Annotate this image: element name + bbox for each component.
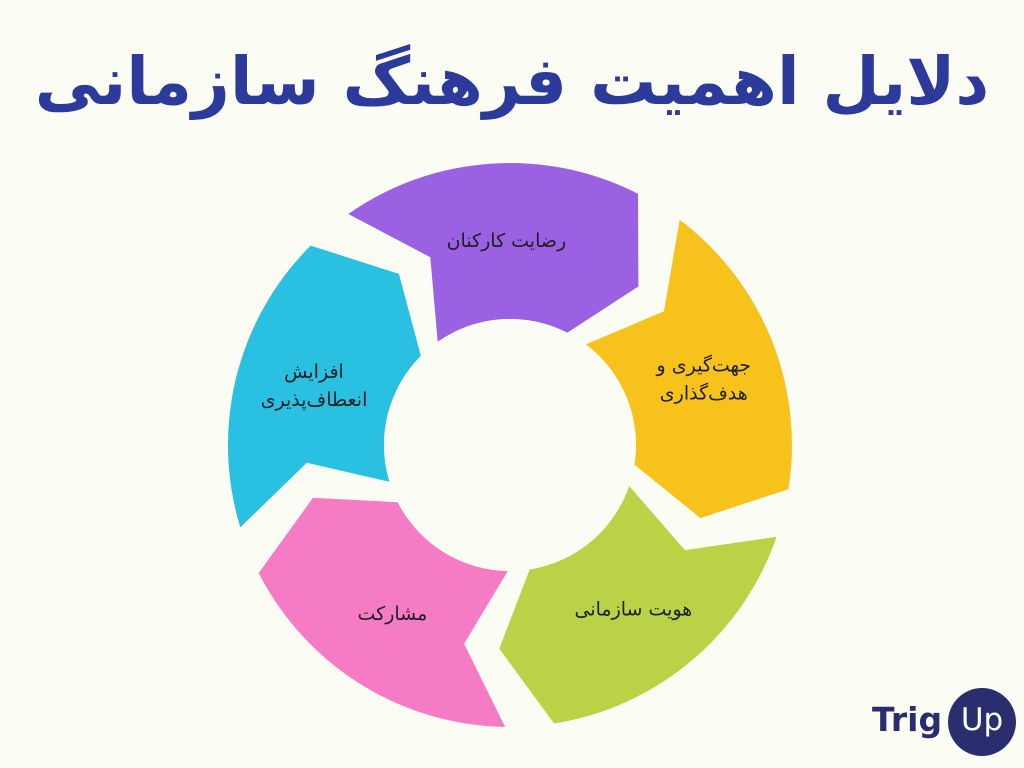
cycle-segment-3	[258, 497, 508, 727]
cycle-segment-2	[499, 486, 777, 724]
cycle-segment-label-2: هویت سازمانی	[575, 599, 693, 621]
logo-text-up: Up	[960, 702, 1004, 738]
page-title: دلایل اهمیت فرهنگ سازمانی	[34, 43, 990, 120]
cycle-segment-label-5: رضایت کارکنان	[447, 230, 567, 252]
cycle-labels: جهت‌گیری و هدف‌گذاری هویت سازمانی مشارکت افز…	[261, 230, 751, 625]
cycle-segment-label-line: مشارکت	[358, 603, 428, 625]
center-hole	[384, 319, 636, 571]
logo-circle: Up	[948, 688, 1016, 756]
cycle-segment-label-3: مشارکت	[358, 603, 428, 625]
cycle-segment-4	[227, 245, 421, 528]
cycle-segment-label-line: هویت سازمانی	[575, 599, 693, 621]
cycle-segment-5	[348, 163, 639, 342]
cycle-segment-label-line: جهت‌گیری و	[656, 353, 752, 376]
cycle-segment-label-line: انعطاف‌پذیری	[261, 389, 368, 411]
trigup-logo: Trig Up	[872, 688, 1016, 760]
cycle-segment-1	[585, 219, 792, 519]
cycle-segment-label-line: افزایش	[284, 361, 344, 383]
cycle-segment-label-4: افزایش انعطاف‌پذیری	[261, 361, 368, 411]
cycle-segment-label-line: رضایت کارکنان	[447, 230, 567, 252]
logo-text-trig: Trig	[872, 700, 943, 739]
cycle-segment-label-line: هدف‌گذاری	[660, 381, 748, 404]
cycle-segment-label-1: جهت‌گیری و هدف‌گذاری	[656, 353, 752, 404]
cycle-segments	[227, 163, 792, 727]
